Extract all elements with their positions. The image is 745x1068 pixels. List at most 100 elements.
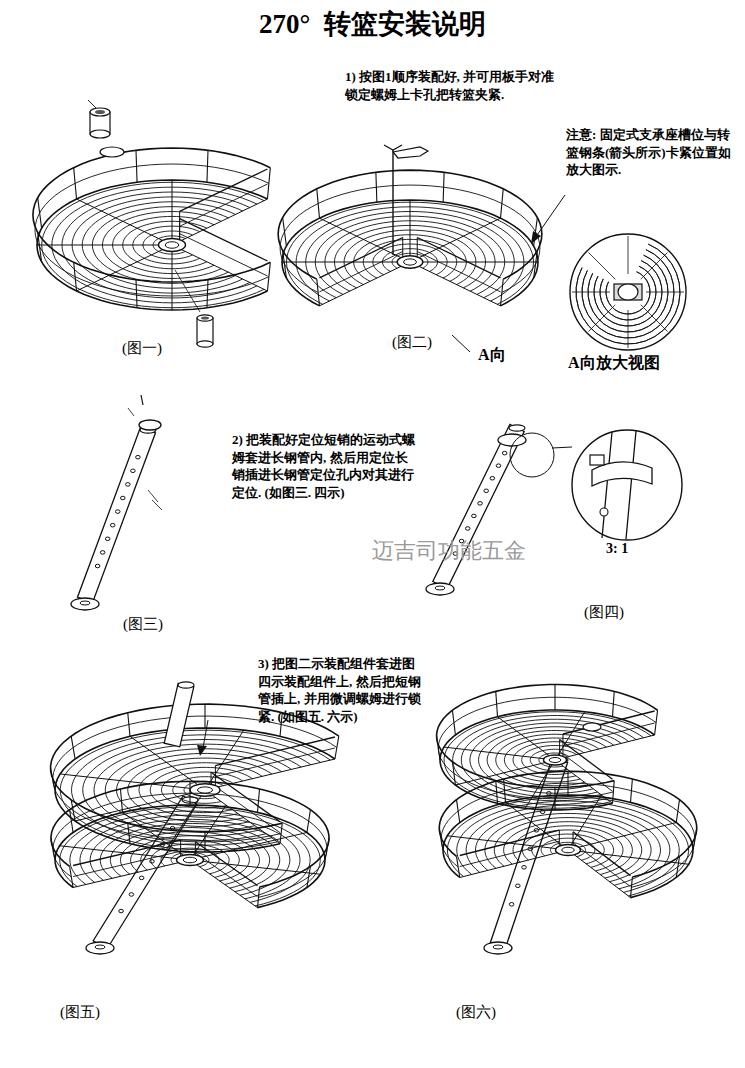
note-text: 注意: 固定式支承座槽位与转篮钢条(箭头所示)卡紧位置如放大图示.: [566, 126, 736, 179]
wall-post: [258, 887, 260, 908]
floor-wire: [457, 801, 679, 892]
wall-post: [38, 198, 42, 229]
zoom-view: [572, 430, 682, 540]
wall-post: [267, 168, 270, 199]
wrench-head: [384, 145, 402, 150]
floor-wire: [466, 805, 670, 889]
wall-post: [120, 789, 122, 812]
wall-post: [452, 710, 455, 735]
floor-wire: [453, 716, 644, 805]
base-plate: [484, 942, 512, 954]
hub-hole: [549, 758, 561, 763]
wall-post: [71, 736, 75, 759]
wall-post: [496, 691, 498, 716]
side-rim: [563, 723, 655, 746]
radial-wire: [506, 802, 564, 846]
side-post: [562, 734, 563, 758]
radial-wire: [73, 862, 181, 887]
top-rim: [51, 781, 329, 887]
radial-wire: [77, 249, 165, 291]
wall-post: [613, 691, 615, 716]
adjust-nut: [583, 723, 601, 731]
arrow-line: [535, 195, 565, 238]
floor-wire: [72, 735, 321, 845]
radial-wire: [60, 846, 180, 859]
steel-tube: [164, 682, 194, 747]
side-rim: [460, 841, 560, 866]
wall-post: [283, 251, 287, 279]
radial-wire: [410, 200, 411, 257]
floor-wire: [70, 811, 310, 902]
washer: [100, 147, 124, 157]
basket: [51, 704, 339, 852]
wall-post: [128, 713, 130, 737]
wall-post: [456, 856, 459, 877]
floor-wire: [444, 712, 651, 808]
side-rim: [215, 748, 335, 777]
floor-wire: [60, 807, 320, 906]
wall-post: [443, 172, 445, 202]
radial-wire: [417, 218, 500, 258]
floor-wire: [110, 828, 269, 889]
radial-wire: [77, 199, 165, 241]
wall-post: [496, 781, 498, 804]
axis-line: [128, 408, 134, 416]
wall-post: [267, 262, 270, 291]
top-rim: [439, 771, 696, 877]
nut: [197, 315, 213, 347]
wall-post: [136, 150, 137, 182]
radial-wire: [573, 854, 631, 898]
hub: [159, 239, 186, 252]
floor-wire: [504, 822, 633, 875]
hub: [544, 755, 567, 765]
radial-wire: [172, 180, 173, 240]
wall-post: [307, 866, 311, 887]
zoom-view: [570, 234, 686, 350]
floor-wire: [100, 823, 279, 891]
base-plate: [71, 598, 99, 610]
wall-post: [554, 788, 555, 811]
wall-post: [74, 168, 77, 199]
radial-wire: [557, 712, 584, 756]
note-text: A向放大视图: [568, 352, 738, 374]
wall-post: [335, 736, 339, 759]
radial-wire: [447, 836, 558, 849]
hub-hole: [404, 259, 417, 265]
side-rim: [563, 711, 655, 734]
axis-line: [152, 500, 162, 510]
radial-wire: [37, 245, 161, 246]
nut: [90, 108, 110, 138]
wall-post: [74, 262, 77, 291]
moving-nut: [139, 420, 161, 430]
bottom-rim: [282, 200, 538, 306]
floor-wire: [522, 746, 584, 775]
radial-wire: [571, 797, 601, 846]
note-text: 2) 把装配好定位短销的运动式螺姆套进长钢管内, 然后用定位长销插进长钢管定位孔…: [232, 431, 417, 501]
floor-wire: [485, 813, 651, 881]
figure-label: (图二): [392, 332, 472, 352]
middle-rim: [35, 164, 269, 296]
figure-label: 3: 1: [606, 540, 656, 559]
radial-wire: [215, 759, 335, 788]
watermark: 迈吉司功能五金: [372, 536, 612, 566]
wall-post: [567, 771, 568, 795]
side-rim: [573, 832, 631, 876]
wall-post: [258, 789, 260, 812]
leader-line: [552, 447, 572, 448]
wall-post: [554, 685, 555, 711]
radial-wire: [577, 823, 677, 848]
radial-wire: [199, 833, 307, 858]
detail-circle: [510, 433, 554, 477]
side-rim: [319, 252, 402, 292]
radial-wire: [460, 852, 560, 877]
wall-post: [676, 800, 679, 823]
wall-post: [456, 800, 459, 823]
wall-post: [534, 217, 538, 245]
hub: [397, 256, 423, 268]
figure-label: A向: [478, 344, 538, 366]
side-post: [179, 211, 180, 241]
arrow-head: [531, 231, 541, 244]
wall-post: [189, 781, 190, 805]
basket: [51, 781, 329, 907]
